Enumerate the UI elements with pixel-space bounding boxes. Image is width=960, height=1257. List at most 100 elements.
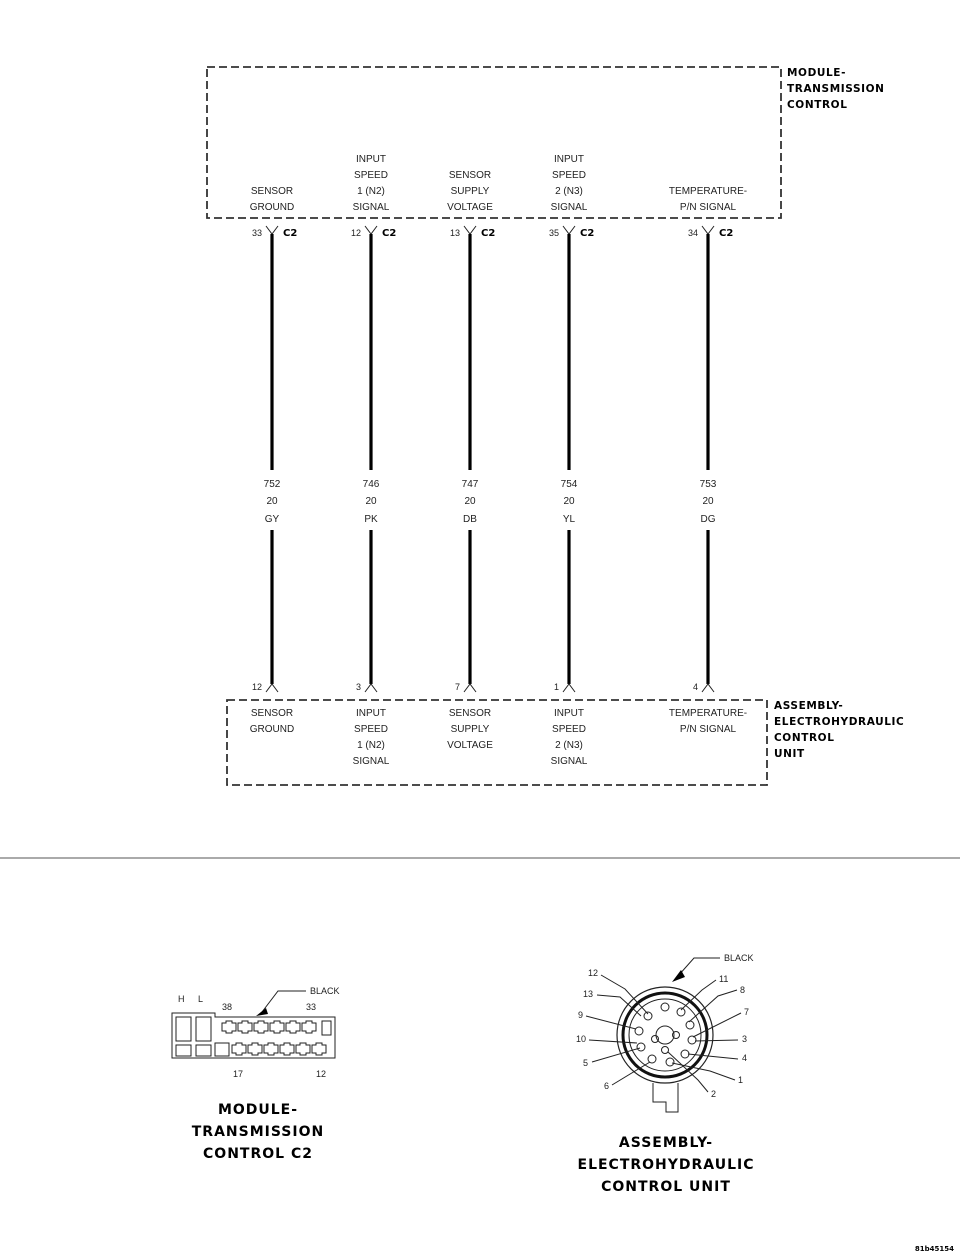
connector-inner-ring (628, 998, 702, 1072)
connector-cavity (195, 1044, 212, 1057)
connector-cavity (247, 1042, 263, 1056)
connector-pin-leaders (585, 974, 742, 1093)
wire-gauge: 20 (365, 496, 377, 507)
connector-cavity (221, 1020, 237, 1034)
bottom-label-line: SENSOR (251, 708, 293, 719)
top-label-line: P/N SIGNAL (680, 202, 737, 213)
pin-cavity (685, 1020, 695, 1030)
connector-shell (621, 991, 709, 1079)
top-module-title: MODULE- TRANSMISSION CONTROL (787, 67, 884, 111)
bottom-pin-terminal-icon (364, 683, 378, 693)
connector-caption-line: CONTROL C2 (203, 1146, 313, 1162)
pin-leader-line (667, 1051, 709, 1093)
circuit-sensor-supply-voltage: SENSOR SUPPLY VOLTAGE 13 C2 747 20 DB 7 … (447, 170, 495, 751)
top-pin-number: 35 (549, 228, 559, 238)
bottom-pin-terminal-icon (265, 683, 279, 693)
bottom-pin-number: 4 (693, 682, 698, 692)
bottom-label-line: SPEED (354, 724, 388, 735)
connector-pin-17-label: 17 (233, 1069, 243, 1079)
connector-outline (171, 1012, 336, 1059)
connector-l-label: L (198, 994, 203, 1004)
top-pin-terminal-icon (265, 225, 279, 235)
pin-cavity (643, 1011, 653, 1021)
wire-color: DG (701, 514, 716, 525)
pin-leader-line (688, 989, 738, 1023)
wire-gauge: 20 (702, 496, 714, 507)
bottom-pin-terminal-icon (463, 683, 477, 693)
bottom-label-line: 2 (N3) (555, 740, 583, 751)
pin-label-3: 3 (742, 1034, 747, 1044)
pin-leader-line (687, 1053, 739, 1060)
wire-gauge: 20 (464, 496, 476, 507)
pin-label-12: 12 (588, 968, 598, 978)
bottom-label-line: SUPPLY (451, 724, 490, 735)
wire-gauge: 20 (563, 496, 575, 507)
top-pin-terminal-icon (562, 225, 576, 235)
connector-cavity (311, 1042, 327, 1056)
connector-cavity (269, 1020, 285, 1034)
connector-cavity-row-lower (231, 1042, 327, 1056)
pin-cavity (647, 1054, 657, 1064)
connector-electrohydraulic-control-unit: BLACK (576, 953, 754, 1195)
pin-label-7: 7 (744, 1007, 749, 1017)
bottom-label-line: SIGNAL (551, 756, 588, 767)
wire-circuit-number: 747 (462, 479, 479, 490)
pin-leader-line (600, 974, 649, 1015)
pin-cavity (665, 1057, 675, 1067)
top-label-line: SIGNAL (551, 202, 588, 213)
pin-cavity (680, 1049, 690, 1059)
connector-outer-ring (616, 986, 714, 1084)
connector-pin-12-label: 12 (316, 1069, 326, 1079)
bottom-module-title-line-1: ASSEMBLY- (774, 700, 843, 712)
wire-color: YL (563, 514, 576, 525)
pin-leader-line (680, 979, 717, 1011)
circuit-sensor-ground: SENSOR GROUND 33 C2 752 20 GY 12 SENSOR … (250, 186, 298, 735)
wire-circuit-number: 754 (561, 479, 578, 490)
bottom-label-line: 1 (N2) (357, 740, 385, 751)
wire-color: PK (364, 514, 378, 525)
connector-cavity (285, 1020, 301, 1034)
connector-pin-38-label: 38 (222, 1002, 232, 1012)
wire-color: GY (265, 514, 280, 525)
figure-id: 81b45154 (915, 1245, 954, 1253)
connector-cavity (175, 1044, 192, 1057)
callout-leader-line (261, 990, 306, 1013)
bottom-module-title-line-4: UNIT (774, 748, 805, 760)
pin-label-6: 6 (604, 1081, 609, 1091)
bottom-module-title: ASSEMBLY- ELECTROHYDRAULIC CONTROL UNIT (774, 700, 904, 760)
pin-label-1: 1 (738, 1075, 743, 1085)
pin-cavity (660, 1002, 670, 1012)
top-label-line: INPUT (554, 154, 584, 165)
connector-color-label: BLACK (724, 953, 754, 963)
bottom-label-line: VOLTAGE (447, 740, 493, 751)
circuit-input-speed-1: INPUT SPEED 1 (N2) SIGNAL 12 C2 746 20 P… (351, 154, 396, 767)
connector-module-transmission-control-c2: H L 38 33 BLACK 17 12 M (171, 986, 340, 1162)
connector-cavity (263, 1042, 279, 1056)
connector-c2-label: C2 (481, 228, 495, 239)
top-label-line: TEMPERATURE- (669, 186, 747, 197)
bottom-label-line: GROUND (250, 724, 294, 735)
bottom-label-line: SENSOR (449, 708, 491, 719)
pin-label-10: 10 (576, 1034, 586, 1044)
connector-color-label: BLACK (310, 986, 340, 996)
connector-c2-label: C2 (580, 228, 594, 239)
top-pin-number: 34 (688, 228, 698, 238)
top-label-line: SPEED (552, 170, 586, 181)
top-label-line: SIGNAL (353, 202, 390, 213)
connector-caption-line: ASSEMBLY- (619, 1135, 713, 1151)
module-transmission-control-box (206, 66, 782, 219)
bottom-pin-terminal-icon (562, 683, 576, 693)
top-label-line: SPEED (354, 170, 388, 181)
connector-cavity (321, 1020, 332, 1036)
bottom-label-line: INPUT (356, 708, 386, 719)
pin-cavity (676, 1007, 686, 1017)
connector-cavity-l (195, 1016, 212, 1042)
connector-caption-line: TRANSMISSION (192, 1124, 324, 1140)
connector-c2-label: C2 (382, 228, 396, 239)
bottom-pin-terminal-icon (701, 683, 715, 693)
top-label-line: VOLTAGE (447, 202, 493, 213)
pin-leader-line (585, 1015, 637, 1030)
top-pin-number: 12 (351, 228, 361, 238)
connector-cavity (295, 1042, 311, 1056)
